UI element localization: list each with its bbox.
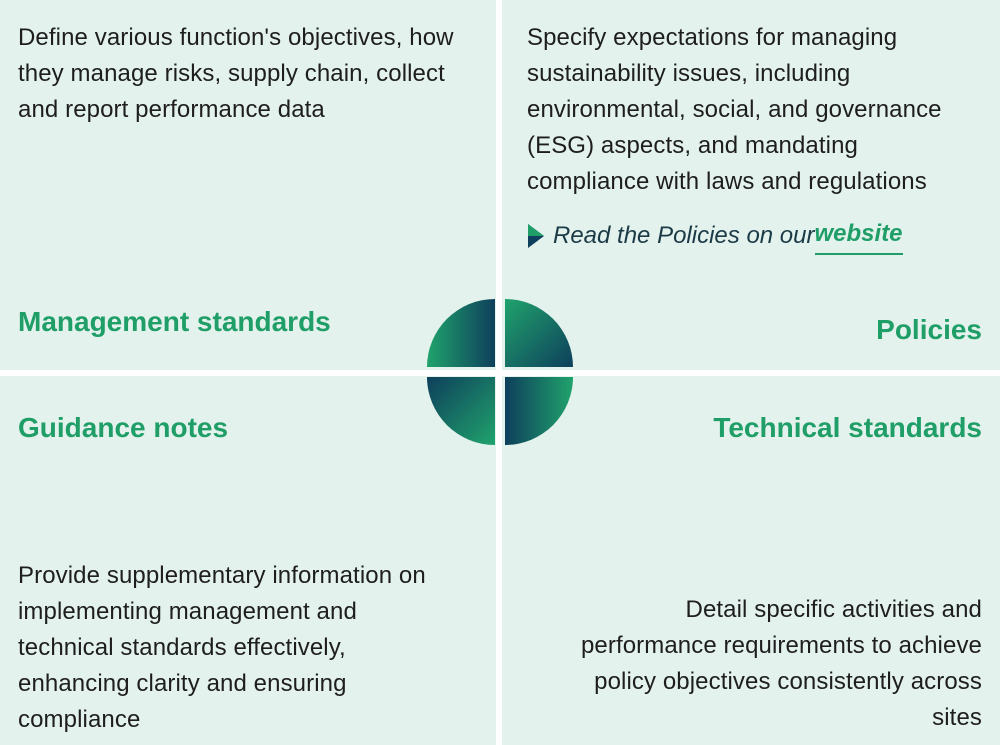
emblem-quarter-top-left [427, 299, 495, 367]
quadrant-policies: Specify expectations for managing sustai… [502, 0, 1000, 370]
policies-link-prefix: Read the Policies on our [553, 221, 815, 249]
quadrant-management-standards: Define various function's objectives, ho… [0, 0, 496, 370]
management-standards-description: Define various function's objectives, ho… [18, 24, 454, 123]
emblem-quarter-bottom-left [427, 377, 495, 445]
quartered-circle-icon [427, 299, 573, 445]
policies-heading: Policies [876, 314, 982, 345]
guidance-notes-description: Provide supplementary information on imp… [18, 562, 426, 733]
technical-standards-heading: Technical standards [713, 412, 982, 443]
policies-website-link-row: Read the Policies on our website [527, 216, 903, 255]
play-arrow-icon [528, 223, 544, 248]
quadrant-guidance-notes: Guidance notes Provide supplementary inf… [0, 376, 496, 745]
policies-description: Specify expectations for managing sustai… [527, 24, 942, 195]
management-standards-heading: Management standards [18, 306, 331, 337]
website-link[interactable]: website [814, 216, 903, 255]
emblem-quarter-top-right [505, 299, 573, 367]
guidance-notes-heading: Guidance notes [18, 412, 229, 443]
emblem-quarter-bottom-right [505, 377, 573, 445]
technical-standards-description: Detail specific activities and performan… [580, 596, 982, 731]
quadrant-technical-standards: Technical standards Detail specific acti… [502, 376, 1000, 745]
